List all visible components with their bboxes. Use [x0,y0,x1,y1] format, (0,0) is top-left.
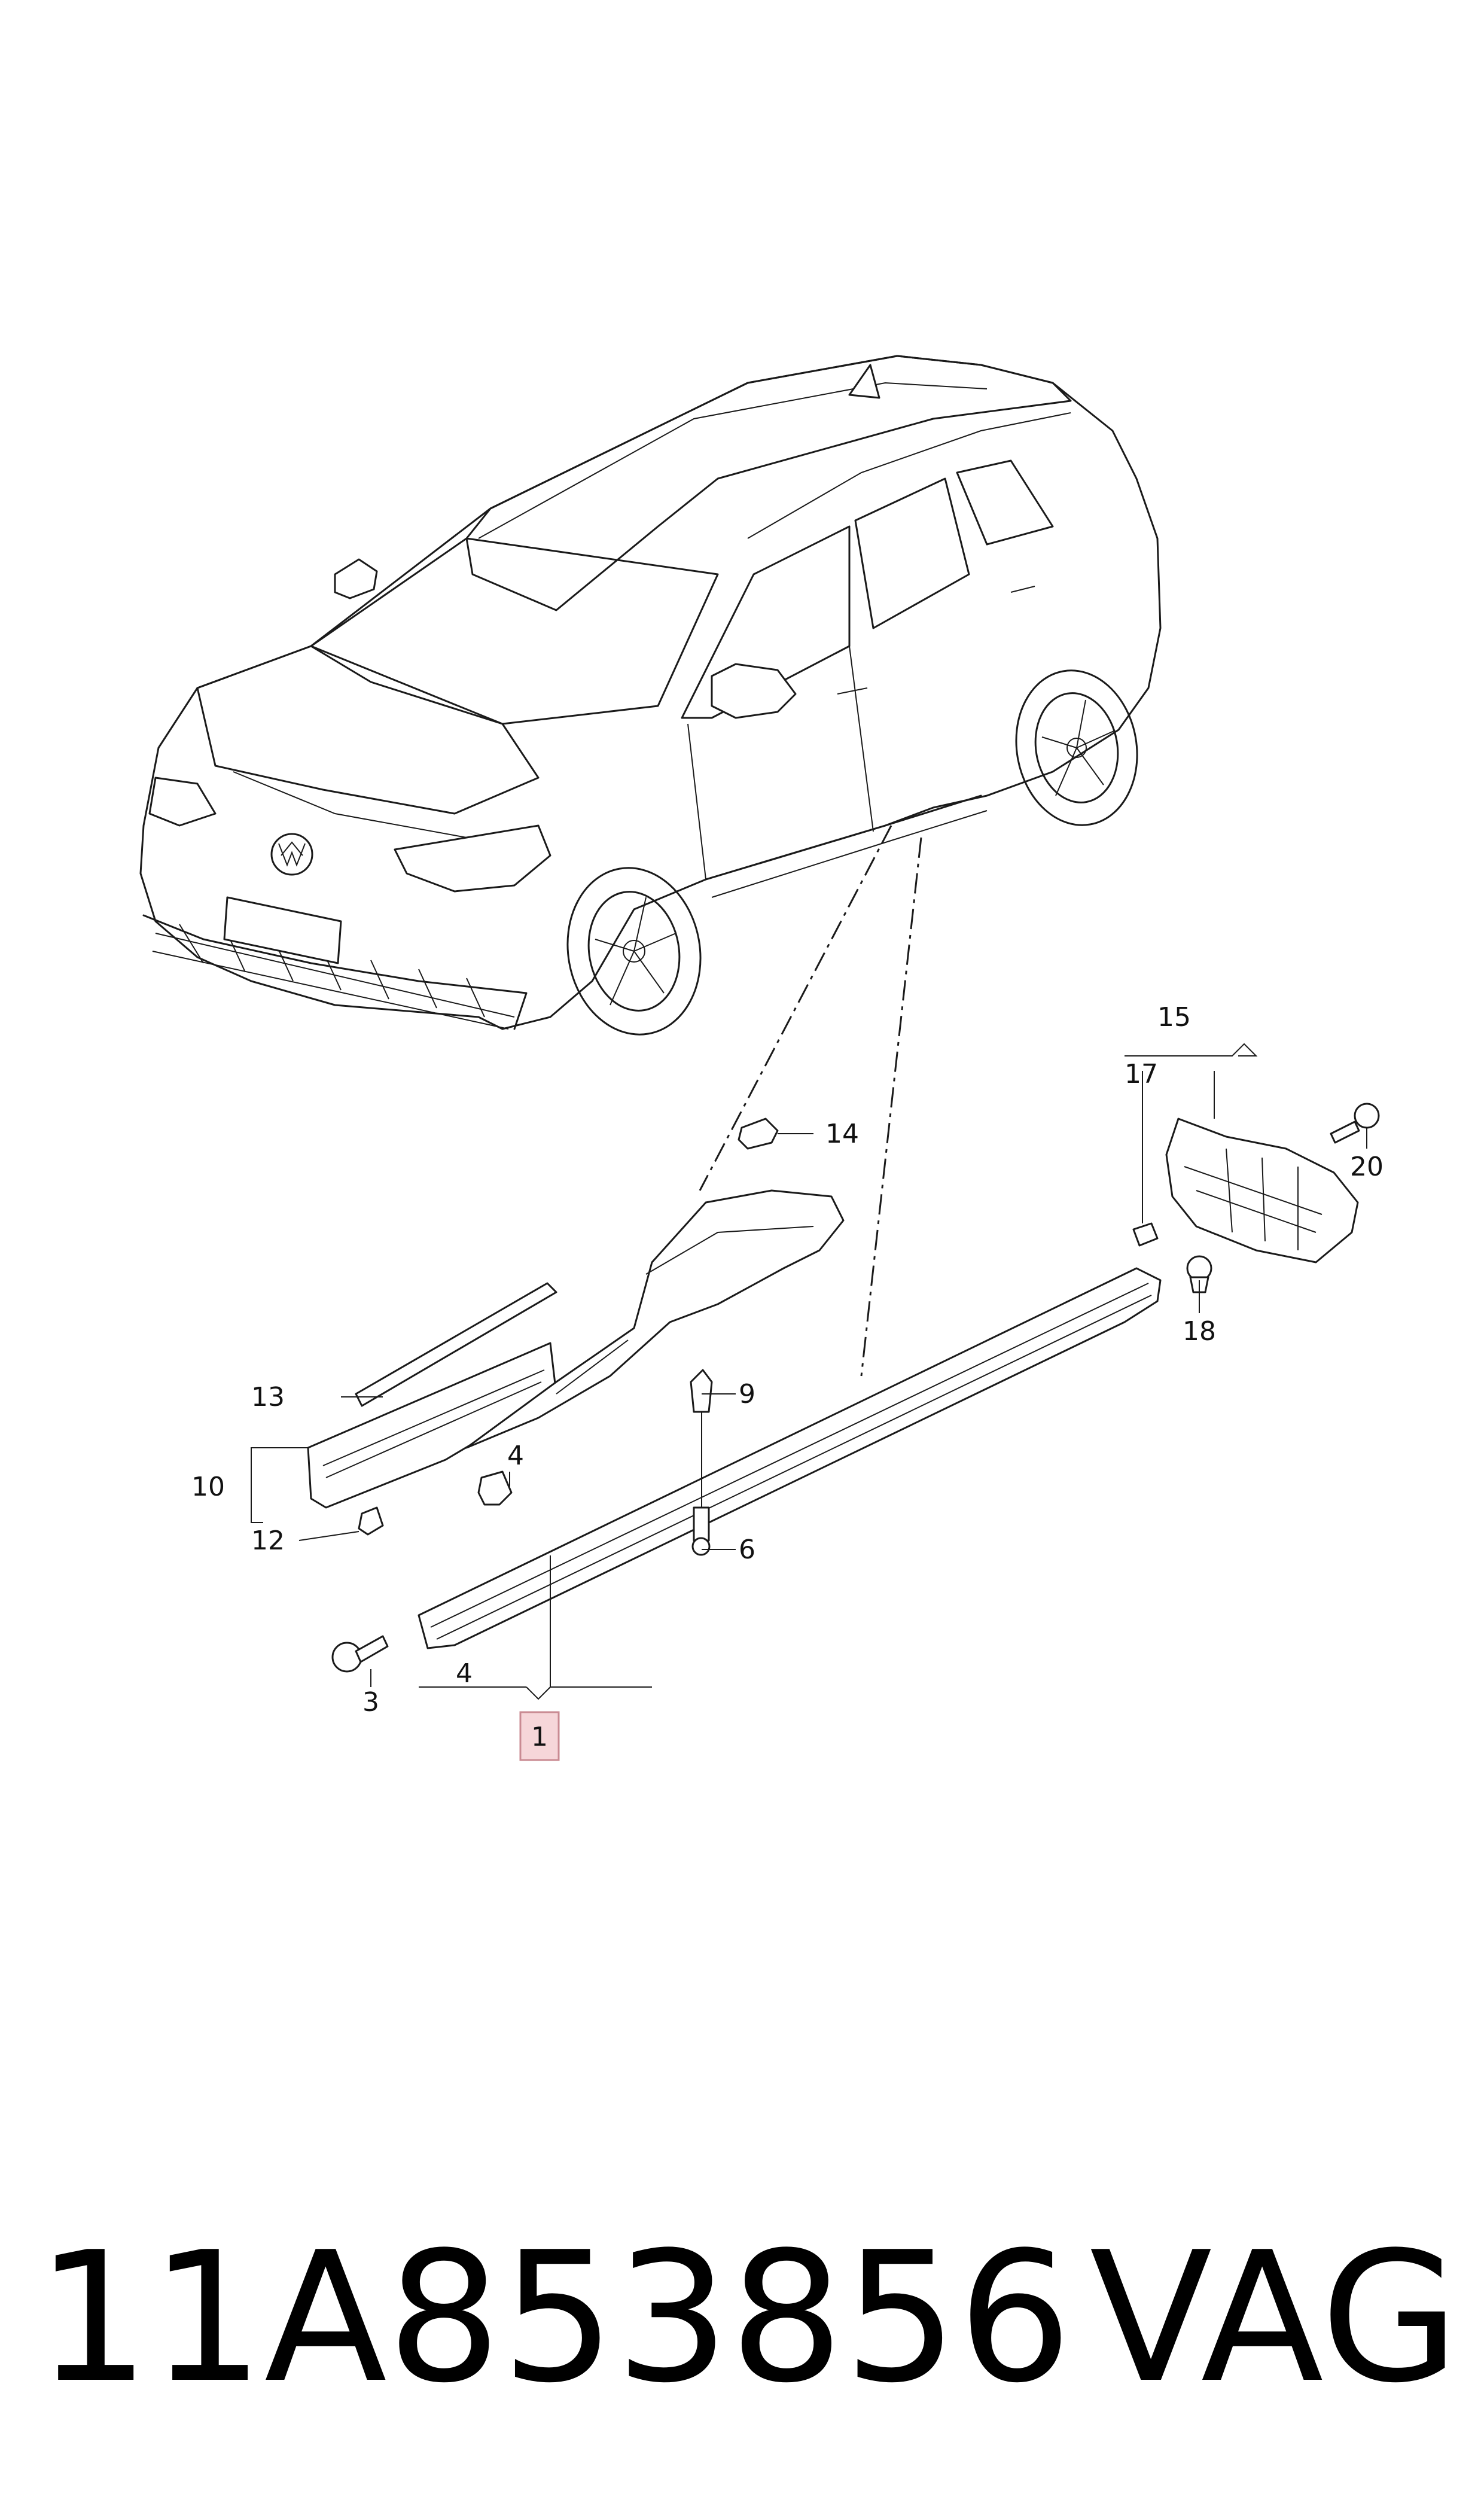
screw-9 [690,1369,713,1413]
footer: 11A853856 VAG [36,2219,1459,2417]
callout-10: 10 [191,1472,225,1502]
nut-4 [477,1470,513,1506]
rear-wheel-icon [1015,669,1138,826]
part-number: 11A853856 [36,2213,1072,2422]
clip-12 [358,1506,384,1536]
callout-3: 3 [362,1687,379,1718]
leader-line-trim [699,825,892,1191]
vw-logo-icon [270,833,313,876]
leader-line-sill [860,837,922,1377]
callout-4-lower: 4 [456,1658,473,1689]
callout-9: 9 [739,1379,755,1409]
vehicle-illustration [139,355,1162,1036]
callout-15: 15 [1157,1002,1191,1033]
callout-12: 12 [251,1526,285,1556]
callout-13: 13 [251,1382,285,1412]
liner-bracket-15 [1165,1118,1359,1263]
brand-name: VAG [1089,2213,1459,2422]
clip-17 [1132,1222,1159,1247]
callout-18: 18 [1183,1316,1216,1347]
callout-1: 1 [531,1722,548,1752]
callout-lines [251,1043,1367,1700]
clip-14 [738,1118,779,1150]
scuff-panel [465,1189,845,1449]
side-sill-1 [418,1267,1162,1649]
callout-6: 6 [739,1534,755,1565]
callout-17: 17 [1125,1059,1158,1089]
callout-14: 14 [825,1119,859,1149]
screw-20 [1330,1103,1380,1144]
screw-3 [331,1635,389,1673]
trim-strip-13 [355,1282,557,1407]
front-wheel-icon [566,867,702,1036]
callout-20: 20 [1350,1152,1384,1182]
callout-4-nut: 4 [507,1441,524,1471]
sill-plate-10 [307,1342,557,1509]
callout-1-highlight [519,1711,560,1761]
screw-6 [691,1506,711,1556]
